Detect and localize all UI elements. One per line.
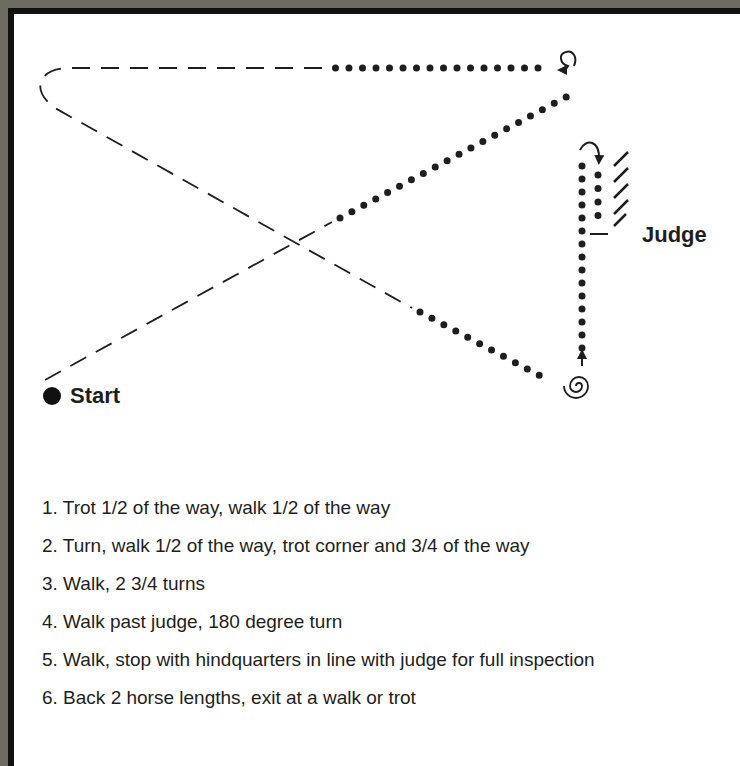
walk-line: [420, 312, 548, 380]
turn-arrow: [561, 52, 575, 70]
direction-arrow: [581, 354, 583, 366]
judge-label: Judge: [642, 222, 707, 248]
stop-mark: [590, 233, 608, 235]
start-label: Start: [70, 383, 120, 409]
instruction-step: 4. Walk past judge, 180 degree turn: [42, 611, 342, 633]
spiral-turns: [564, 377, 588, 398]
instruction-step: 3. Walk, 2 3/4 turns: [42, 573, 205, 595]
walk-line: [595, 175, 602, 216]
start-dot: [43, 387, 61, 405]
instruction-step: 2. Turn, walk 1/2 of the way, trot corne…: [42, 535, 530, 557]
turn-arrow: [580, 143, 599, 160]
walk-line: [335, 65, 538, 72]
instruction-step: 5. Walk, stop with hindquarters in line …: [42, 649, 595, 671]
walk-line: [579, 160, 586, 348]
trot-line: [45, 222, 332, 380]
walk-line: [340, 96, 568, 218]
trot-line: [40, 68, 412, 308]
hatch-marks: [614, 152, 628, 226]
instruction-step: 6. Back 2 horse lengths, exit at a walk …: [42, 687, 416, 709]
instruction-step: 1. Trot 1/2 of the way, walk 1/2 of the …: [42, 497, 390, 519]
